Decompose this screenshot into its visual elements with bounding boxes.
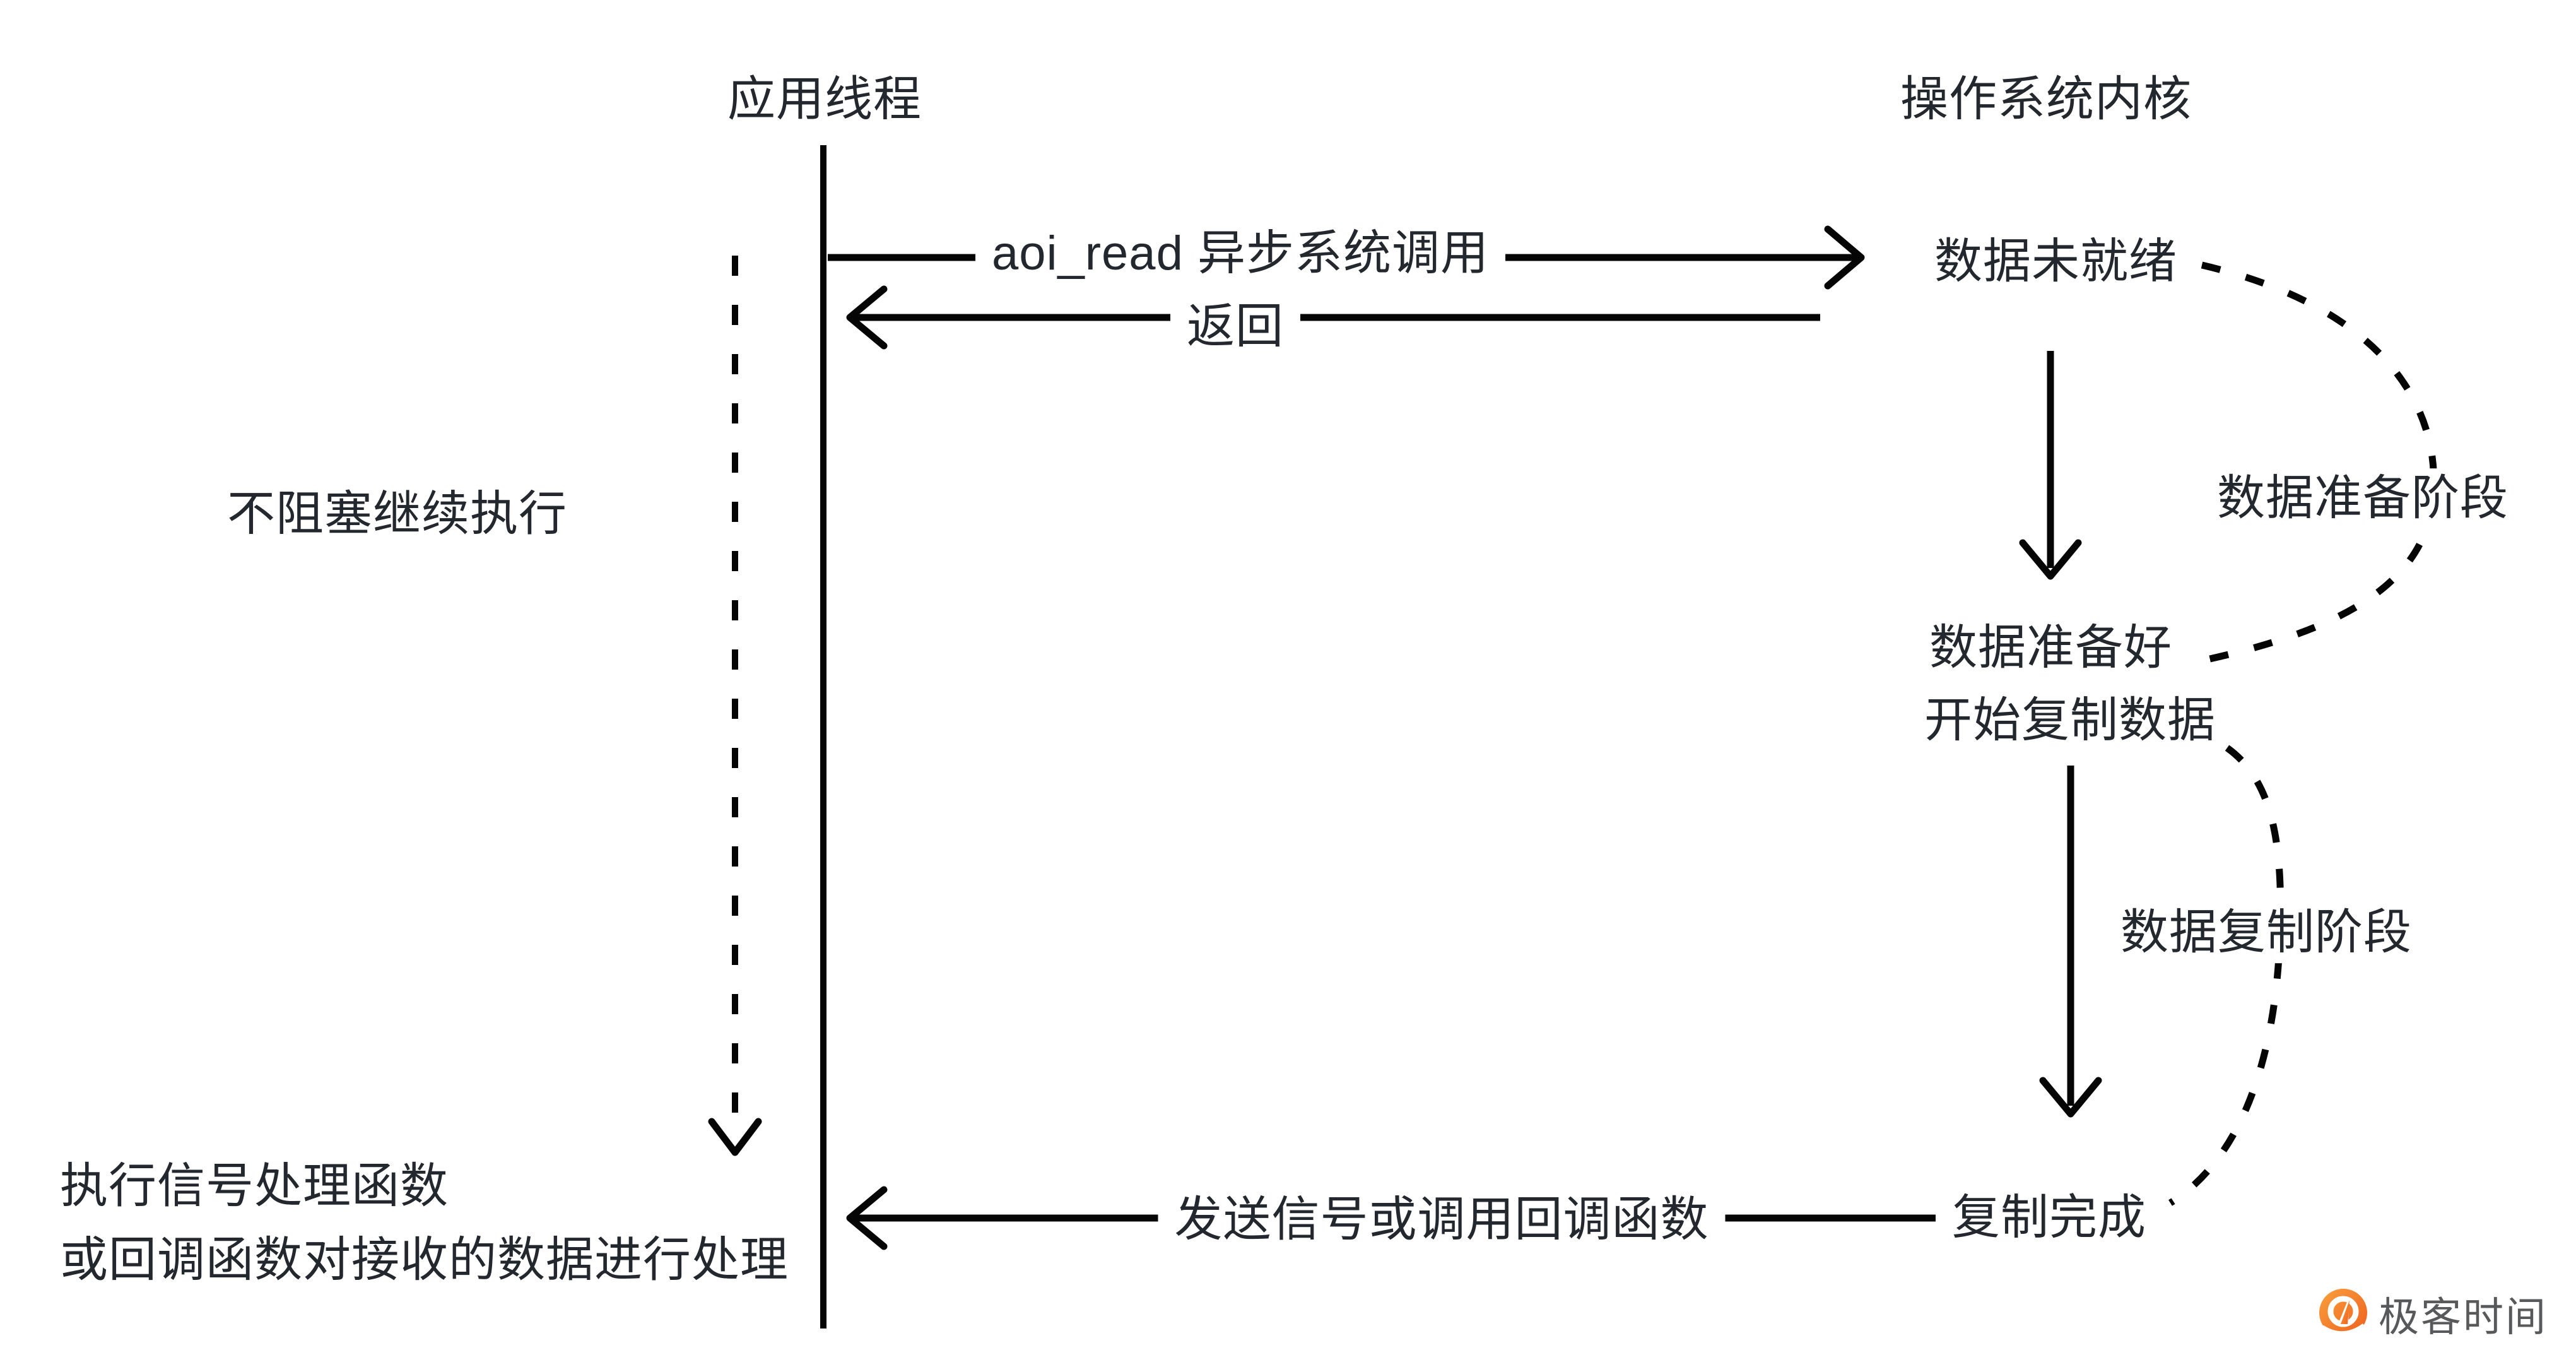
state-start-copy: 开始复制数据 bbox=[1924, 694, 2216, 748]
kernel-header: 操作系统内核 bbox=[1900, 73, 2192, 127]
copy-phase-curve bbox=[2168, 745, 2284, 1206]
prepare-phase-curve bbox=[2191, 261, 2438, 666]
state-data-not-ready: 数据未就绪 bbox=[1934, 235, 2177, 289]
handler-note-line1: 执行信号处理函数 bbox=[60, 1159, 449, 1214]
geektime-brand: 极客时间 bbox=[2317, 1285, 2548, 1343]
kernel-copy-arrow-head-icon bbox=[2039, 1077, 2102, 1118]
call-arrow-label: aoi_read 异步系统调用 bbox=[975, 223, 1505, 284]
return-arrow-head-icon bbox=[846, 285, 888, 350]
copy-phase-label: 数据复制阶段 bbox=[2104, 902, 2428, 963]
signal-arrow-head-icon bbox=[846, 1186, 888, 1250]
call-arrow-head-icon bbox=[1824, 225, 1865, 290]
geektime-brand-name: 极客时间 bbox=[2379, 1294, 2548, 1340]
signal-arrow-label: 发送信号或调用回调函数 bbox=[1158, 1190, 1726, 1250]
state-copy-done: 复制完成 bbox=[1944, 1188, 2154, 1248]
prepare-phase-label: 数据准备阶段 bbox=[2201, 468, 2525, 529]
state-data-ready: 数据准备好 bbox=[1929, 621, 2172, 675]
return-arrow-label: 返回 bbox=[1170, 297, 1300, 357]
app-thread-header: 应用线程 bbox=[727, 73, 922, 127]
geektime-logo-icon bbox=[2319, 1289, 2367, 1338]
nonblocking-down-arrow-icon bbox=[708, 1118, 762, 1156]
nonblocking-note: 不阻塞继续执行 bbox=[227, 487, 567, 541]
kernel-wait-arrow-head-icon bbox=[2019, 539, 2082, 580]
handler-note-line2: 或回调函数对接收的数据进行处理 bbox=[60, 1233, 789, 1287]
